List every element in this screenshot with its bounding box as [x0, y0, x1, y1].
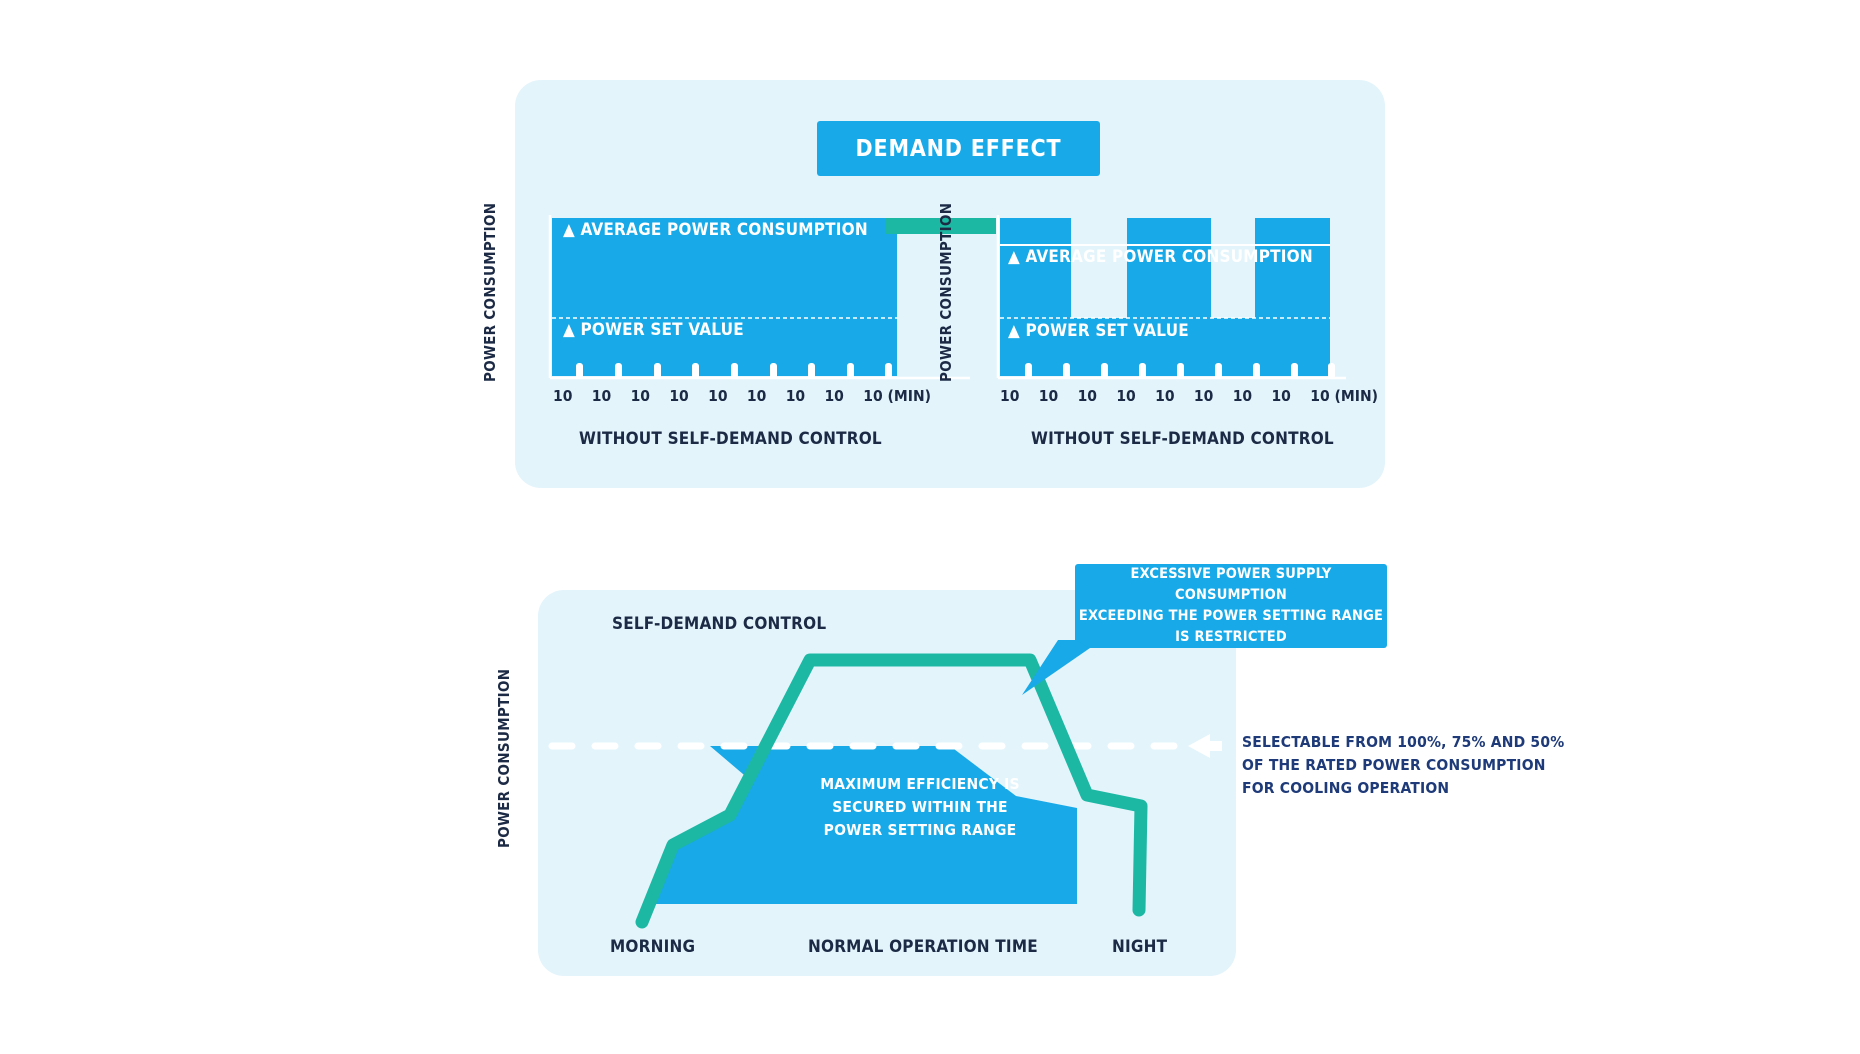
x-label-night: NIGHT: [1112, 937, 1168, 957]
tick-label: 10: [630, 387, 650, 405]
top-left-chart: [548, 215, 996, 380]
tick-label: 10: [1000, 387, 1020, 405]
top-right-pulse-bar: [1127, 218, 1211, 318]
efficiency-line: POWER SETTING RANGE: [823, 821, 1017, 839]
capped-consumption-area: [650, 746, 1077, 904]
top-left-y-axis-label: POWER CONSUMPTION: [481, 202, 499, 382]
top-left-caption: WITHOUT SELF-DEMAND CONTROL: [579, 429, 882, 449]
top-right-pulse-bar: [1255, 218, 1330, 318]
tick-label: 10: [1038, 387, 1059, 405]
top-left-average-label: ▲ AVERAGE POWER CONSUMPTION: [563, 220, 868, 240]
top-left-ticks: 10 10 10 10 10 10 10 10 10 (MIN): [553, 387, 931, 405]
tick-label: 10: [746, 387, 767, 405]
self-demand-chart: [548, 653, 1222, 929]
top-right-ticks: 10 10 10 10 10 10 10 10 10 (MIN): [1000, 387, 1378, 405]
tick-label: 10: [1232, 387, 1253, 405]
top-right-average-label: ▲ AVERAGE POWER CONSUMPTION: [1008, 247, 1313, 267]
callout-pointer: [1022, 640, 1090, 695]
top-left-set-value-label: ▲ POWER SET VALUE: [563, 320, 744, 340]
info-line: SELECTABLE FROM 100%, 75% AND 50%: [1242, 733, 1565, 751]
tick-label: 10: [669, 387, 689, 405]
restriction-callout: EXCESSIVE POWER SUPPLY CONSUMPTION EXCEE…: [1075, 564, 1387, 648]
callout-line: IS RESTRICTED: [1175, 629, 1287, 645]
top-right-chart: [996, 215, 1346, 380]
tick-label: 10 (MIN): [863, 387, 931, 405]
efficiency-text: MAXIMUM EFFICIENCY IS SECURED WITHIN THE…: [790, 773, 1050, 842]
tick-label: 10: [1116, 387, 1136, 405]
tick-label: 10: [1271, 387, 1291, 405]
self-demand-title: SELF-DEMAND CONTROL: [612, 614, 827, 634]
top-left-consumption-block: [552, 218, 897, 376]
top-right-pulse-bar: [1000, 218, 1071, 318]
tick-label: 10 (MIN): [1310, 387, 1378, 405]
arrow-left-icon: [1188, 734, 1210, 758]
x-label-normal-operation: NORMAL OPERATION TIME: [808, 937, 1038, 957]
top-left-peak-connector: [886, 218, 996, 234]
tick-label: 10: [1193, 387, 1214, 405]
info-line: OF THE RATED POWER CONSUMPTION: [1242, 756, 1546, 774]
top-right-set-value-label: ▲ POWER SET VALUE: [1008, 321, 1189, 341]
tick-label: 10: [591, 387, 612, 405]
callout-line: EXCESSIVE POWER SUPPLY CONSUMPTION: [1130, 566, 1332, 603]
demand-effect-title: DEMAND EFFECT: [817, 121, 1100, 176]
tick-label: 10: [1155, 387, 1175, 405]
tick-label: 10: [708, 387, 728, 405]
callout-line: EXCEEDING THE POWER SETTING RANGE: [1078, 608, 1384, 624]
consumption-curve: [635, 653, 1148, 929]
tick-label: 10: [1077, 387, 1097, 405]
top-right-caption: WITHOUT SELF-DEMAND CONTROL: [1031, 429, 1334, 449]
x-label-morning: MORNING: [610, 937, 696, 957]
tick-label: 10: [553, 387, 573, 405]
top-right-base-block: [1000, 318, 1330, 376]
efficiency-line: MAXIMUM EFFICIENCY IS: [820, 775, 1020, 793]
setting-range-info: SELECTABLE FROM 100%, 75% AND 50% OF THE…: [1242, 731, 1564, 800]
efficiency-line: SECURED WITHIN THE: [832, 798, 1008, 816]
tick-label: 10: [824, 387, 844, 405]
bottom-y-axis-label: POWER CONSUMPTION: [495, 668, 513, 848]
tick-label: 10: [785, 387, 806, 405]
top-right-y-axis-label: POWER CONSUMPTION: [937, 202, 955, 382]
info-line: FOR COOLING OPERATION: [1242, 779, 1450, 797]
